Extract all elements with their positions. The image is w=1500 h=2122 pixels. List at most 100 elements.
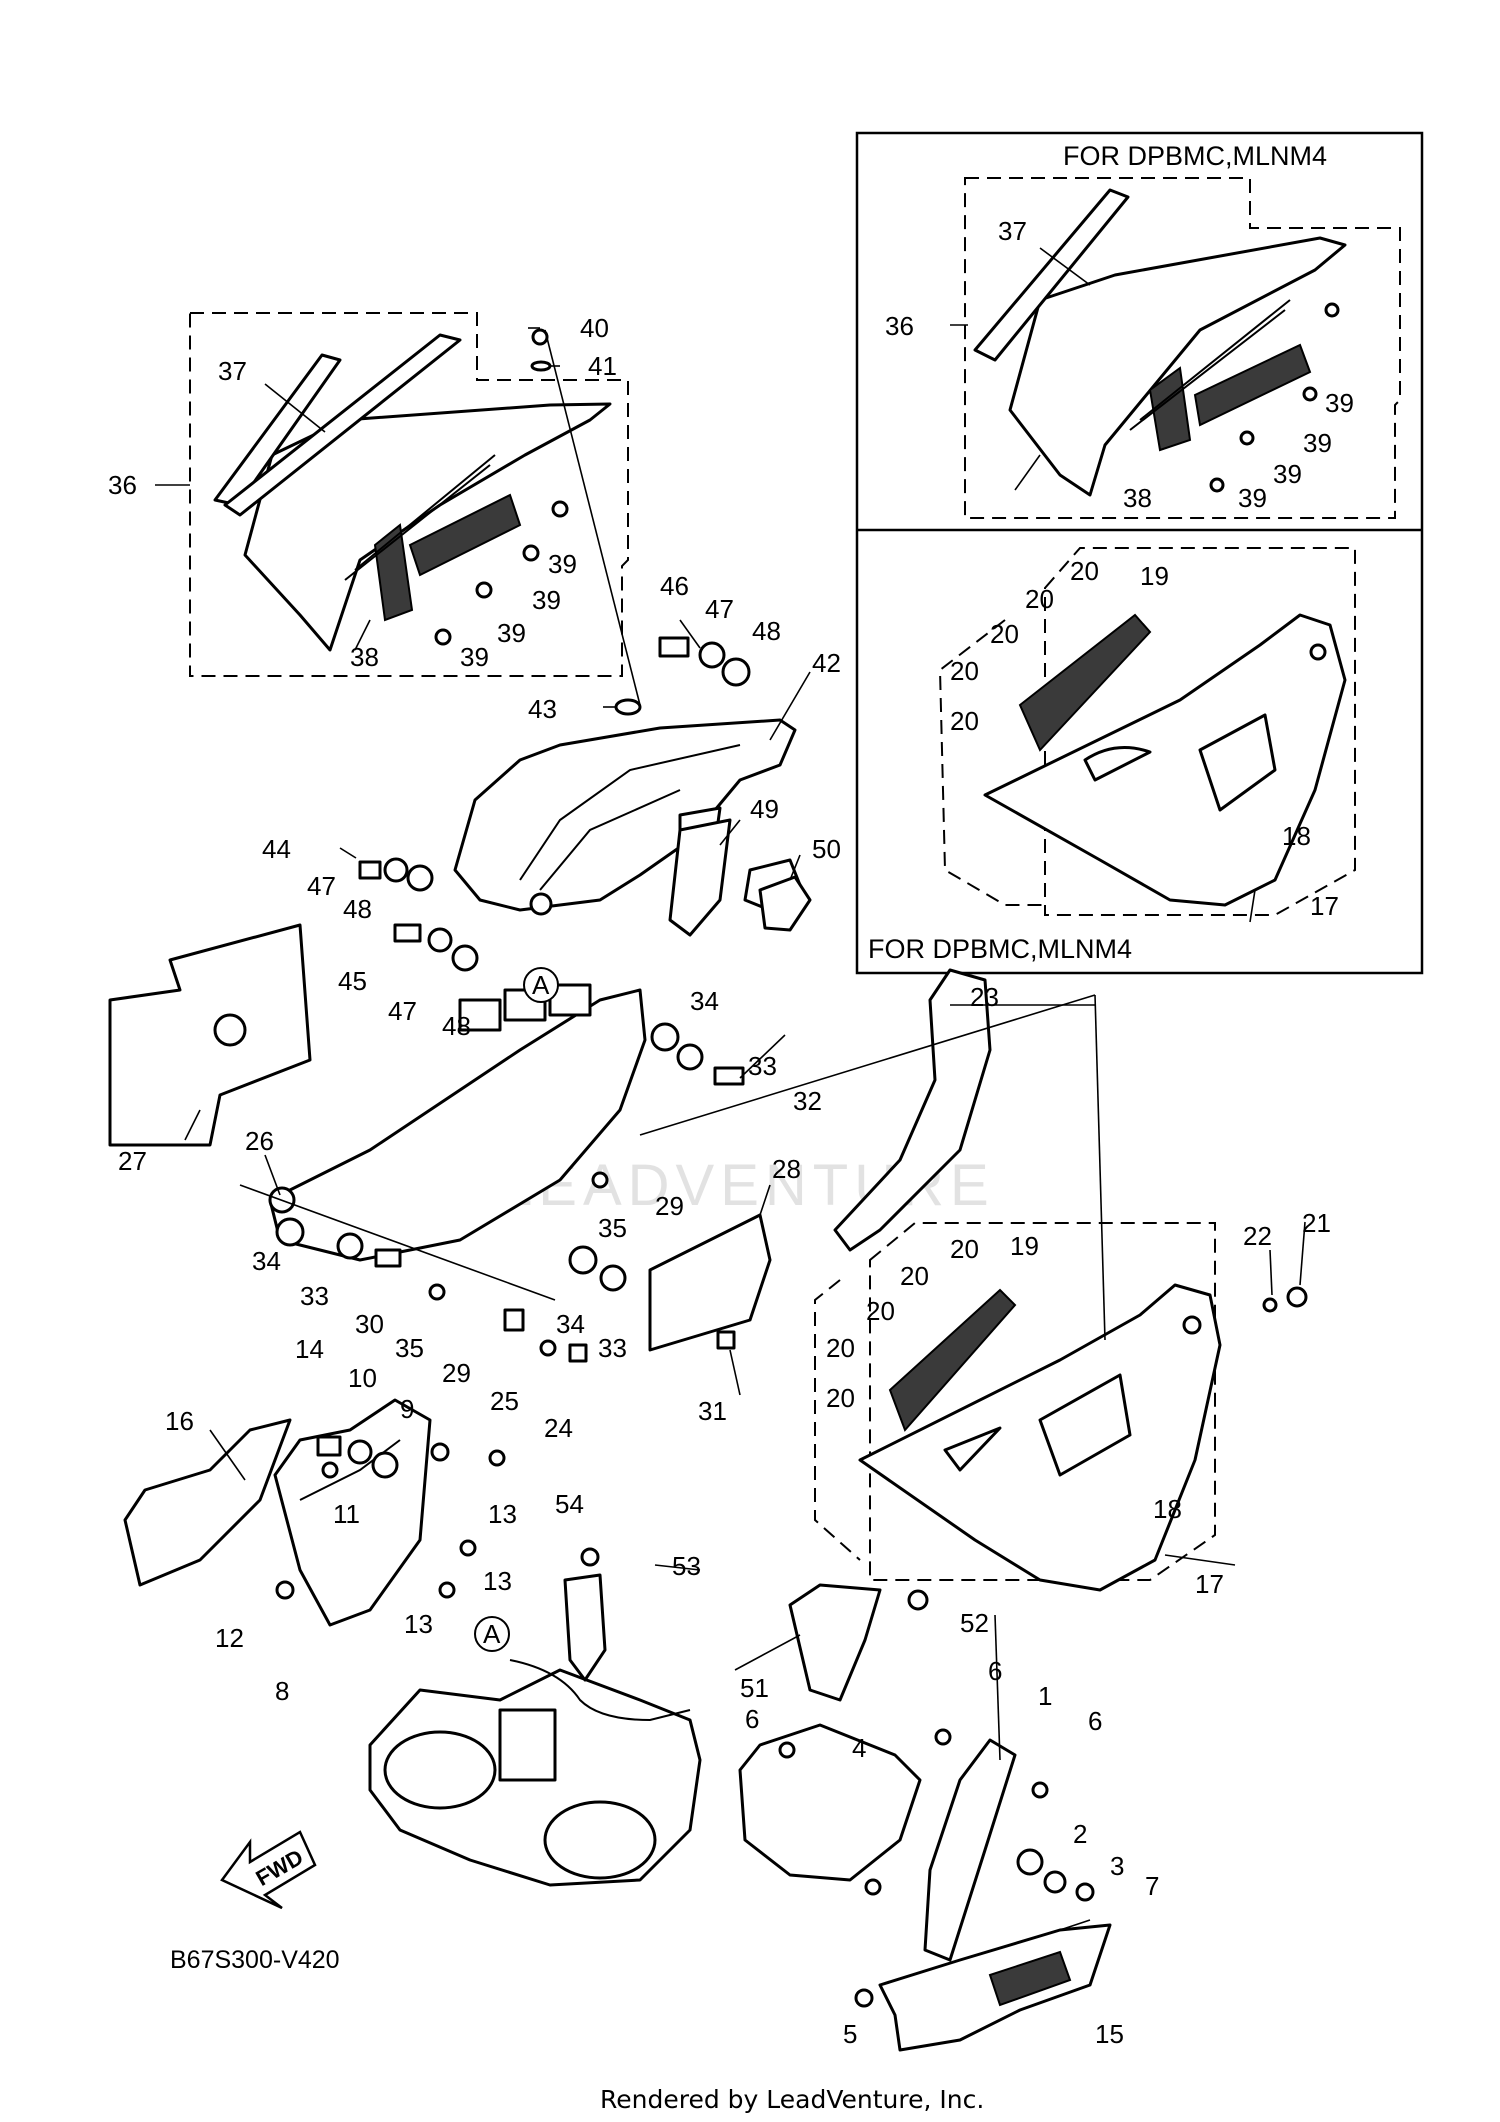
callout-4: 4 (852, 1733, 866, 1763)
callout-39: 39 (1303, 428, 1332, 458)
callout-20: 20 (866, 1296, 895, 1326)
callout-20: 20 (1025, 584, 1054, 614)
callout-39: 39 (532, 585, 561, 615)
callout-33: 33 (300, 1281, 329, 1311)
callout-11: 11 (333, 1499, 360, 1529)
front-side-cowl (453, 718, 802, 916)
callout-21: 21 (1302, 1208, 1331, 1238)
callout-47: 47 (307, 871, 336, 901)
callout-39: 39 (1238, 483, 1267, 513)
lower-bracket (738, 1723, 1017, 1962)
callout-34: 34 (690, 986, 719, 1016)
callout-27: 27 (118, 1146, 147, 1176)
callout-6: 6 (988, 1656, 1002, 1686)
callout-34: 34 (252, 1246, 281, 1276)
stay-bracket (273, 1398, 450, 1627)
callout-19: 19 (1140, 561, 1169, 591)
callout-39: 39 (548, 549, 577, 579)
callout-20: 20 (990, 619, 1019, 649)
callout-46: 46 (660, 571, 689, 601)
callout-37: 37 (218, 356, 247, 386)
callout-29: 29 (655, 1191, 684, 1221)
callout-49: 49 (750, 794, 779, 824)
callout-48: 48 (752, 616, 781, 646)
callout-39: 39 (1273, 459, 1302, 489)
callout-20: 20 (950, 656, 979, 686)
callout-44: 44 (262, 834, 291, 864)
callout-28: 28 (772, 1154, 801, 1184)
callout-42: 42 (812, 648, 841, 678)
hardware (275, 636, 1308, 2008)
svg-text:A: A (483, 1619, 501, 1649)
callout-31: 31 (698, 1396, 727, 1426)
callout-7: 7 (1145, 1871, 1159, 1901)
cable-guide (509, 1573, 691, 1722)
callout-39: 39 (1325, 388, 1354, 418)
callout-20: 20 (950, 706, 979, 736)
callout-6: 6 (1088, 1706, 1102, 1736)
bracket-16 (123, 1418, 292, 1587)
callout-38: 38 (1123, 483, 1152, 513)
callout-18: 18 (1153, 1494, 1182, 1524)
callout-14: 14 (295, 1334, 324, 1364)
headlight-assembly (368, 1668, 702, 1887)
gasket-27 (108, 923, 312, 1147)
trim-strip (639, 968, 1106, 1341)
callout-39: 39 (460, 642, 489, 672)
callout-8: 8 (275, 1676, 289, 1706)
circle-ref-a-bottom: A (474, 1616, 510, 1652)
callout-19: 19 (1010, 1231, 1039, 1261)
reference-code: B67S300-V420 (170, 1946, 340, 1974)
callout-48: 48 (343, 894, 372, 924)
callout-23: 23 (970, 982, 999, 1012)
callout-45: 45 (338, 966, 367, 996)
inset-side-cover-assembly (964, 177, 1401, 519)
callout-52: 52 (960, 1608, 989, 1638)
callout-labels: 1 2 3 4 5 5 6 6 6 7 8 9 10 11 12 13 13 1… (108, 216, 1354, 2049)
callout-33: 33 (598, 1333, 627, 1363)
variant-note-bottom: FOR DPBMC,MLNM4 (868, 934, 1132, 964)
callout-13: 13 (404, 1609, 433, 1639)
bracket-51 (788, 1583, 882, 1702)
forward-direction-arrow: FWD (220, 1830, 317, 1910)
callout-36: 36 (885, 311, 914, 341)
callout-36: 36 (108, 470, 137, 500)
callout-25: 25 (490, 1386, 519, 1416)
callout-17: 17 (1195, 1569, 1224, 1599)
callout-3: 3 (1110, 1851, 1124, 1881)
callout-33: 33 (748, 1051, 777, 1081)
render-credit: Rendered by LeadVenture, Inc. (600, 2085, 984, 2114)
callout-48: 48 (442, 1011, 471, 1041)
callout-24: 24 (544, 1413, 573, 1443)
gasket-28 (648, 1213, 772, 1352)
inset-lower-cover-assembly (938, 547, 1356, 916)
callout-12: 12 (215, 1623, 244, 1653)
callout-15: 15 (1095, 2019, 1124, 2049)
callout-40: 40 (580, 313, 609, 343)
callout-32: 32 (793, 1086, 822, 1116)
callout-20: 20 (826, 1333, 855, 1363)
callout-13: 13 (483, 1566, 512, 1596)
callout-20: 20 (950, 1234, 979, 1264)
callout-2: 2 (1073, 1819, 1087, 1849)
callout-5: 5 (843, 2019, 857, 2049)
under-cowl (878, 1923, 1112, 2052)
variant-inset-frame (855, 131, 1424, 975)
callout-13: 13 (488, 1499, 517, 1529)
callout-29: 29 (442, 1358, 471, 1388)
side-cover-assembly (189, 312, 641, 706)
variant-note-top: FOR DPBMC,MLNM4 (1063, 141, 1327, 171)
leader-lines (155, 247, 1306, 1931)
callout-20: 20 (1070, 556, 1099, 586)
callout-35: 35 (598, 1213, 627, 1243)
callout-54: 54 (555, 1489, 584, 1519)
callout-43: 43 (528, 694, 557, 724)
lower-cover (814, 1222, 1222, 1592)
svg-text:A: A (532, 970, 550, 1000)
callout-17: 17 (1310, 891, 1339, 921)
callout-34: 34 (556, 1309, 585, 1339)
callout-22: 22 (1243, 1221, 1272, 1251)
callout-30: 30 (355, 1309, 384, 1339)
